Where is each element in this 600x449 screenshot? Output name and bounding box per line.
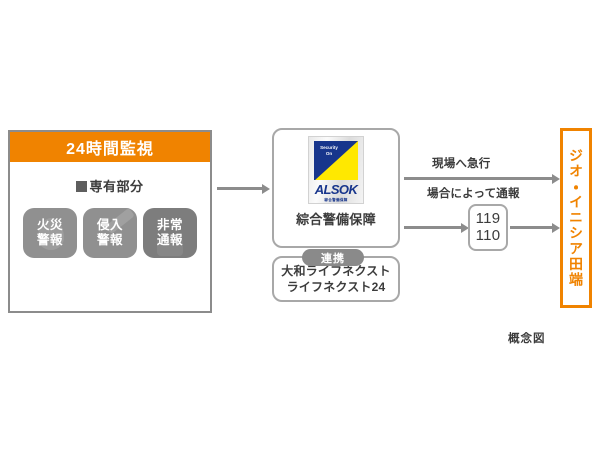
monitoring-panel-header: 24時間監視: [10, 132, 210, 162]
dispatch-label: 現場へ急行: [432, 158, 491, 170]
partner-company-line2: ライフネクスト24: [286, 279, 386, 294]
alsok-security-on-text: Security On: [318, 145, 340, 157]
destination-building-label: ジオ・イニシア田端: [568, 148, 584, 288]
alarm-chip-intrusion-line2: 警報: [96, 233, 123, 247]
alarm-chip-emergency-line2: 通報: [156, 233, 183, 247]
alsok-subword: 綜合警備保障: [324, 198, 348, 202]
alsok-mark-icon: Security On: [314, 141, 358, 180]
emergency-button-icon: [157, 238, 183, 256]
exclusive-area-label: 専有部分: [10, 176, 210, 195]
diagram-caption: 概念図: [508, 333, 546, 345]
report-label: 場合によって通報: [427, 188, 520, 200]
destination-building-box: ジオ・イニシア田端: [560, 128, 592, 308]
bullet-square-icon: [76, 181, 88, 192]
alarm-chip-emergency-line1: 非常: [156, 218, 183, 233]
emergency-number-fire: 119: [475, 209, 501, 227]
exclusive-area-text: 専有部分: [89, 179, 144, 194]
partner-company-line1: 大和ライフネクスト: [281, 263, 391, 278]
alarm-chip-fire: 火災 警報: [23, 208, 77, 258]
emergency-number-police: 110: [475, 226, 501, 244]
alarm-chip-fire-line2: 警報: [36, 233, 63, 247]
security-company-card: Security On ALSOK 綜合警備保障 綜合警備保障: [272, 128, 400, 248]
alsok-logo: Security On ALSOK 綜合警備保障: [308, 136, 364, 204]
partnership-badge: 連携: [302, 249, 364, 266]
emergency-numbers-box: 119 110: [468, 204, 508, 251]
alsok-security-line1: Security: [320, 145, 338, 150]
arrow-security-to-destination: [404, 173, 560, 184]
arrow-emergency-to-destination: [510, 222, 560, 233]
alarm-chip-row: 火災 警報 侵入 警報 非常 通報: [10, 208, 210, 258]
security-company-caption: 綜合警備保障: [296, 212, 376, 227]
alarm-chip-intrusion-line1: 侵入: [96, 218, 123, 233]
arrow-security-to-emergency: [404, 222, 469, 233]
alarm-chip-emergency: 非常 通報: [143, 208, 197, 258]
arrow-panel-to-security: [217, 183, 270, 194]
alsok-wordmark: ALSOK: [314, 182, 358, 197]
alarm-chip-intrusion: 侵入 警報: [83, 208, 137, 258]
monitoring-panel: 24時間監視 専有部分 火災 警報 侵入 警報 非常 通報: [8, 130, 212, 313]
alarm-chip-fire-line1: 火災: [36, 218, 63, 233]
flame-icon: [38, 218, 64, 250]
alsok-security-line2: On: [325, 151, 333, 157]
